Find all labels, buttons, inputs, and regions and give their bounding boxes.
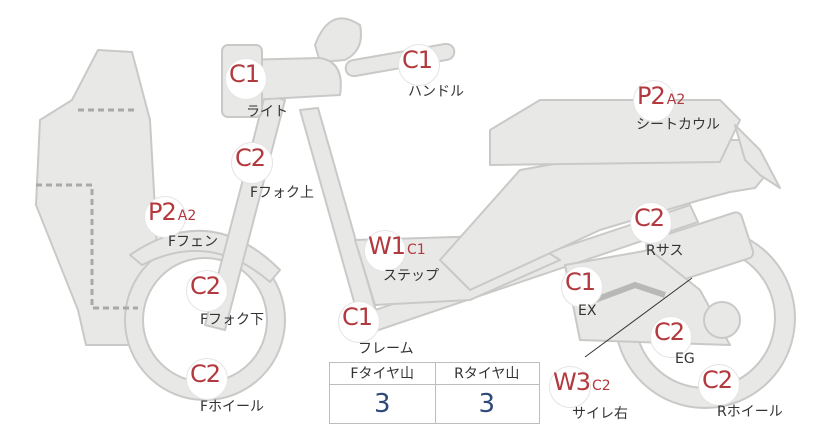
- fork-upper-code-badge[interactable]: C2: [231, 142, 273, 184]
- ex-label: EX: [578, 303, 597, 319]
- exhaust-pipe: [593, 281, 666, 303]
- handle-code: C1: [402, 46, 433, 74]
- eg-code: C2: [654, 318, 685, 346]
- table-divider: [435, 363, 436, 423]
- fender-code: P2: [148, 198, 177, 226]
- r-sus-code-badge[interactable]: C2: [630, 202, 672, 244]
- silencer-subcode: C2: [592, 378, 611, 394]
- seat-cowl-label: シートカウル: [636, 117, 720, 133]
- front-tread-header: Fタイヤ山: [330, 363, 435, 385]
- light-label: ライト: [246, 104, 288, 120]
- fender-label: Fフェン: [168, 234, 219, 250]
- light-code: C1: [229, 60, 260, 88]
- eg-label: EG: [675, 351, 695, 367]
- seat: [489, 99, 741, 166]
- fork-lower-code: C2: [190, 272, 221, 300]
- eg-code-badge[interactable]: C2: [650, 316, 692, 358]
- r-sus-code: C2: [634, 204, 665, 232]
- fork-upper-code: C2: [235, 144, 266, 172]
- r-sus-label: Rサス: [646, 243, 684, 259]
- r-wheel-code: C2: [702, 366, 733, 394]
- mirror: [314, 17, 362, 63]
- frame-code-badge[interactable]: C1: [338, 301, 380, 343]
- ex-code: C1: [565, 268, 596, 296]
- ex-code-badge[interactable]: C1: [561, 266, 603, 308]
- step-code: W1: [368, 232, 406, 260]
- step-subcode: C1: [407, 242, 426, 258]
- frame-down-tube: [299, 107, 381, 331]
- seat-cowl-code: P2: [637, 82, 666, 110]
- engine-hub: [703, 301, 741, 339]
- frame-label: フレーム: [358, 341, 414, 357]
- rear-tread-header: Rタイヤ山: [434, 363, 539, 385]
- silencer-code: W3: [553, 368, 591, 396]
- r-wheel-label: Rホイール: [717, 404, 783, 420]
- rear-tread-value[interactable]: 3: [478, 389, 496, 419]
- f-wheel-code: C2: [190, 360, 221, 388]
- f-wheel-code-badge[interactable]: C2: [186, 358, 228, 400]
- fender-subcode: A2: [177, 208, 197, 224]
- frame-code: C1: [342, 303, 373, 331]
- fork-lower-code-badge[interactable]: C2: [186, 270, 228, 312]
- fork-lower-label: Fフォク下: [200, 312, 265, 328]
- front-tread-value[interactable]: 3: [373, 389, 391, 419]
- light-code-badge[interactable]: C1: [225, 58, 267, 100]
- handle-label: ハンドル: [408, 84, 464, 100]
- seat-cowl-subcode: A2: [666, 92, 686, 108]
- handle-code-badge[interactable]: C1: [398, 44, 440, 86]
- silencer-label: サイレ右: [572, 406, 628, 422]
- tail-cowl: [734, 124, 781, 189]
- step-label: ステップ: [383, 268, 439, 284]
- fork-upper-label: Fフォク上: [250, 185, 315, 201]
- tread-depth-table: Fタイヤ山 Rタイヤ山 3 3: [329, 362, 540, 424]
- f-wheel-label: Fホイール: [200, 399, 265, 415]
- r-wheel-code-badge[interactable]: C2: [698, 364, 740, 406]
